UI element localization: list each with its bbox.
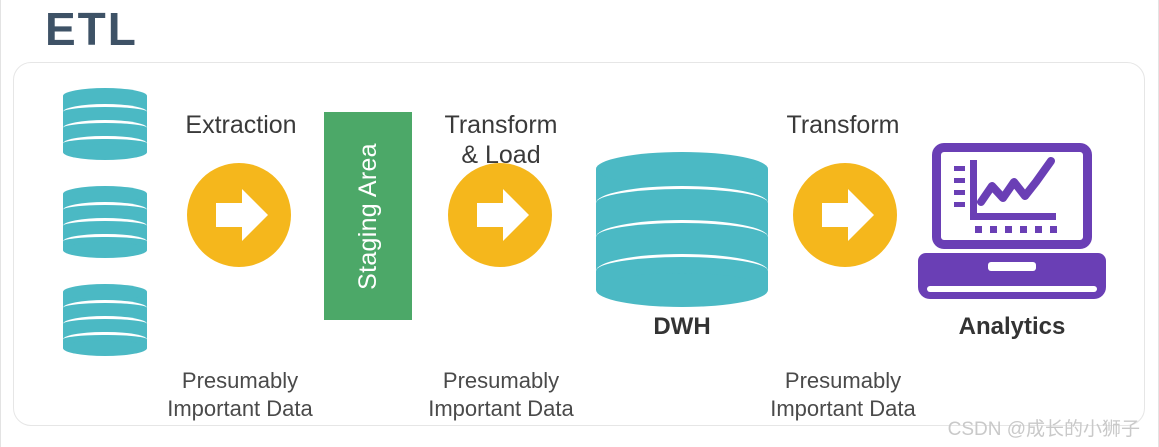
data-warehouse-cylinder bbox=[596, 152, 768, 307]
caption-transform: Presumably Important Data bbox=[770, 368, 916, 422]
source-database-1 bbox=[63, 88, 147, 160]
step-label-transform: Transform bbox=[786, 111, 900, 139]
laptop-base bbox=[918, 253, 1106, 299]
source-database-3 bbox=[63, 284, 147, 356]
line-chart-icon bbox=[954, 157, 1057, 233]
arrow-icon-transform-load bbox=[448, 163, 552, 267]
step-label-extraction: Extraction bbox=[185, 111, 297, 139]
source-database-2 bbox=[63, 186, 147, 258]
step-label-transform-load: Transform & Load bbox=[444, 111, 558, 169]
analytics-laptop-icon bbox=[918, 143, 1106, 303]
analytics-label: Analytics bbox=[958, 313, 1066, 340]
staging-area-label: Staging Area bbox=[353, 142, 382, 290]
data-warehouse-label: DWH bbox=[653, 313, 711, 340]
caption-extraction: Presumably Important Data bbox=[167, 368, 313, 422]
staging-area-box: Staging Area bbox=[324, 112, 412, 320]
page-title: ETL bbox=[45, 3, 138, 55]
caption-transform-load: Presumably Important Data bbox=[428, 368, 574, 422]
arrow-icon-extraction bbox=[187, 163, 291, 267]
laptop-trackpad bbox=[988, 262, 1036, 271]
watermark-text: CSDN @成长的小狮子 bbox=[947, 419, 1140, 440]
arrow-icon-transform bbox=[793, 163, 897, 267]
laptop-front-strip bbox=[927, 286, 1097, 292]
laptop-lid bbox=[932, 143, 1092, 249]
